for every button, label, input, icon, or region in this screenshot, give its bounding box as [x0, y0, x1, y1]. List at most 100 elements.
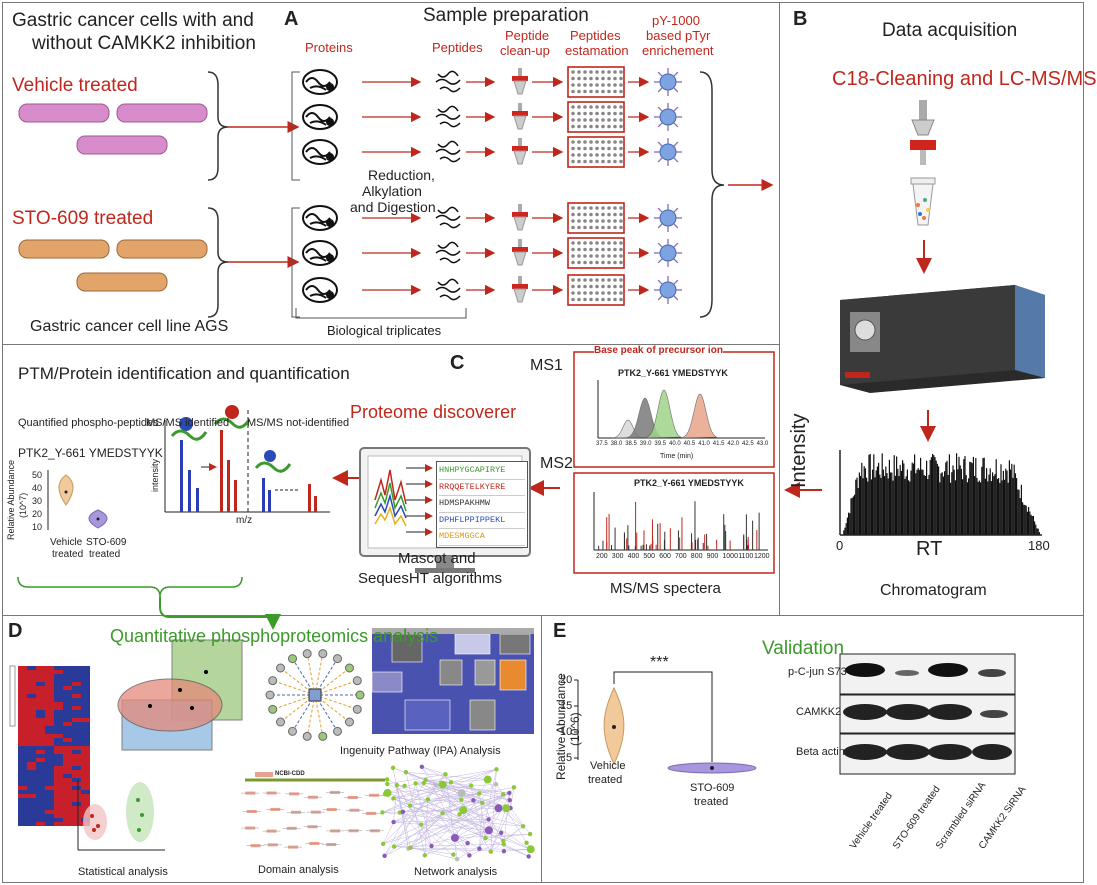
- sample-row: [302, 202, 682, 234]
- ms1-tick: 42.5: [742, 441, 754, 447]
- sample-prep-title: Sample preparation: [423, 5, 589, 26]
- pca-thumbnail: [77, 780, 165, 851]
- violin-e-vehicle-l1: Vehicle: [590, 760, 626, 772]
- sto-brace: [207, 207, 229, 318]
- domain-caption: Domain analysis: [258, 864, 339, 876]
- monitor-sequence: HNHPYGCAPIRYE: [439, 463, 525, 480]
- vehicle-dishes: [18, 103, 208, 155]
- ms1-header: Base peak of precursor ion: [594, 345, 723, 356]
- msms-caption: MS/MS spectera: [610, 580, 721, 597]
- ms1-tick: 41.5: [712, 441, 725, 447]
- violin-c-y-l2: (10^7): [18, 492, 28, 518]
- vehicle-brace: [207, 71, 229, 181]
- monitor-sequence: RRQQETELKYERE: [439, 480, 525, 496]
- step-peptides: Peptides: [432, 40, 483, 55]
- ms1-tick: 37.5: [596, 441, 608, 447]
- ms2-tick: 1200: [754, 553, 770, 560]
- significance-stars: ***: [650, 654, 669, 671]
- ms2-tick: 300: [611, 553, 624, 560]
- stat-caption: Statistical analysis: [78, 866, 168, 878]
- chrom-x-max: 180: [1028, 538, 1050, 553]
- blot-row-pcjun: p-C-jun S73: [788, 666, 847, 678]
- violin-c-vehicle-l2: treated: [52, 549, 84, 560]
- chromatogram-caption: Chromatogram: [880, 582, 987, 599]
- violin-c-tick-30: 30: [32, 496, 43, 506]
- chromatogram-plot: [843, 453, 1040, 535]
- violin-e-tick-5: 5: [566, 752, 573, 764]
- chrom-x-label: RT: [916, 538, 943, 560]
- panel-c-letter: C: [450, 352, 465, 374]
- step-cleanup-l1: Peptide: [505, 28, 550, 43]
- violin-e-tick-15: 15: [560, 700, 573, 712]
- step-cleanup-l2: clean-up: [500, 43, 550, 58]
- ms1-tick: 40.0: [669, 441, 681, 447]
- ms2-tick: 600: [659, 553, 671, 560]
- ms1-tick: 38.5: [625, 441, 637, 447]
- blot-row-actin: Beta actin: [796, 746, 845, 758]
- ipa-treemap-thumbnail: [371, 628, 534, 734]
- ms2-tick: 800: [690, 553, 703, 560]
- panel-a-header-line1: Gastric cancer cells with and: [12, 10, 254, 31]
- sample-row: [302, 237, 682, 269]
- monitor-sequence: MDESMGGCA: [439, 529, 525, 546]
- chrom-y-label: Intensity: [788, 413, 810, 488]
- ms1-peptide: PTK2_Y-661 YMEDSTYYK: [618, 368, 728, 378]
- blot-row-camkk2: CAMKK2: [796, 706, 842, 718]
- panel-d-letter: D: [8, 620, 23, 642]
- violin-c-vehicle-l1: Vehicle: [50, 537, 83, 548]
- validation-title: Validation: [762, 638, 845, 659]
- step-estimation-l1: Peptides: [570, 28, 621, 43]
- sample-row: [302, 66, 682, 98]
- data-acquisition-title: Data acquisition: [882, 20, 1018, 41]
- violin-c-tick-10: 10: [32, 522, 43, 532]
- triplicates-label: Biological triplicates: [327, 323, 442, 338]
- reduction-l3: and Digestion: [350, 199, 436, 215]
- chrom-x-min: 0: [836, 538, 844, 553]
- col-identified: MS/MS identified: [146, 417, 230, 429]
- violin-c-tick-20: 20: [32, 509, 43, 519]
- violin-c-tick-50: 50: [32, 470, 43, 480]
- sample-tube-icon: [910, 177, 936, 226]
- panel-e-letter: E: [553, 620, 567, 642]
- algorithms-l1: Mascot and: [398, 550, 476, 567]
- panel-e: [541, 615, 1084, 883]
- spectra-illustration: [164, 405, 330, 513]
- panel-c-violin: [47, 470, 108, 530]
- step-enrich-l2: based pTyr: [646, 28, 711, 43]
- ms2-tick: 1100: [738, 553, 754, 560]
- violin-c-sto-l1: STO-609: [86, 537, 127, 548]
- step-enrich-l3: enrichement: [642, 43, 714, 58]
- domain-thumbnail: [241, 772, 385, 849]
- ms1-tick: 38.0: [610, 441, 623, 447]
- panel-a-letter: A: [284, 8, 299, 30]
- ms1-box: [573, 351, 775, 468]
- proteome-discoverer-label: Proteome discoverer: [350, 402, 517, 422]
- violin-c-sto-l2: treated: [89, 549, 121, 560]
- panel-e-violin: [574, 671, 757, 774]
- col-quantified: Quantified phospho-peptides: [18, 417, 159, 429]
- violin-c-y-l1: Relative Abundance: [6, 459, 16, 540]
- pathway-star-thumbnail: [265, 649, 365, 741]
- step-proteins: Proteins: [305, 40, 353, 55]
- algorithms-l2: SequesHT algorithms: [358, 570, 502, 587]
- vehicle-treated-label: Vehicle treated: [12, 75, 138, 96]
- peptide-label: PTK2_Y-661 YMEDSTYYK: [18, 446, 163, 460]
- step-enrich-l1: pY-1000: [652, 13, 700, 28]
- ncbi-label: NCBI-CDD: [275, 771, 305, 777]
- ptm-title: PTM/Protein identification and quantific…: [18, 364, 350, 383]
- ms2-box: [573, 472, 775, 574]
- quant-phospho-title: Quantitative phosphoproteomics analysis: [110, 626, 439, 646]
- violin-e-sto-l2: treated: [694, 796, 729, 808]
- ms2-peptide: PTK2_Y-661 YMEDSTYYK: [634, 478, 744, 488]
- ms1-chromatogram: [597, 380, 765, 439]
- western-blot: [839, 653, 1016, 775]
- network-caption: Network analysis: [414, 866, 498, 878]
- violin-e-vehicle-l2: treated: [588, 774, 623, 786]
- panel-b-letter: B: [793, 8, 808, 30]
- sample-row: [302, 136, 682, 168]
- ms1-tick: 43.0: [756, 441, 769, 447]
- violin-e-tick-20: 20: [560, 674, 573, 686]
- step-estimation-l2: estamation: [565, 43, 629, 58]
- ms1-tick: 39.0: [639, 441, 652, 447]
